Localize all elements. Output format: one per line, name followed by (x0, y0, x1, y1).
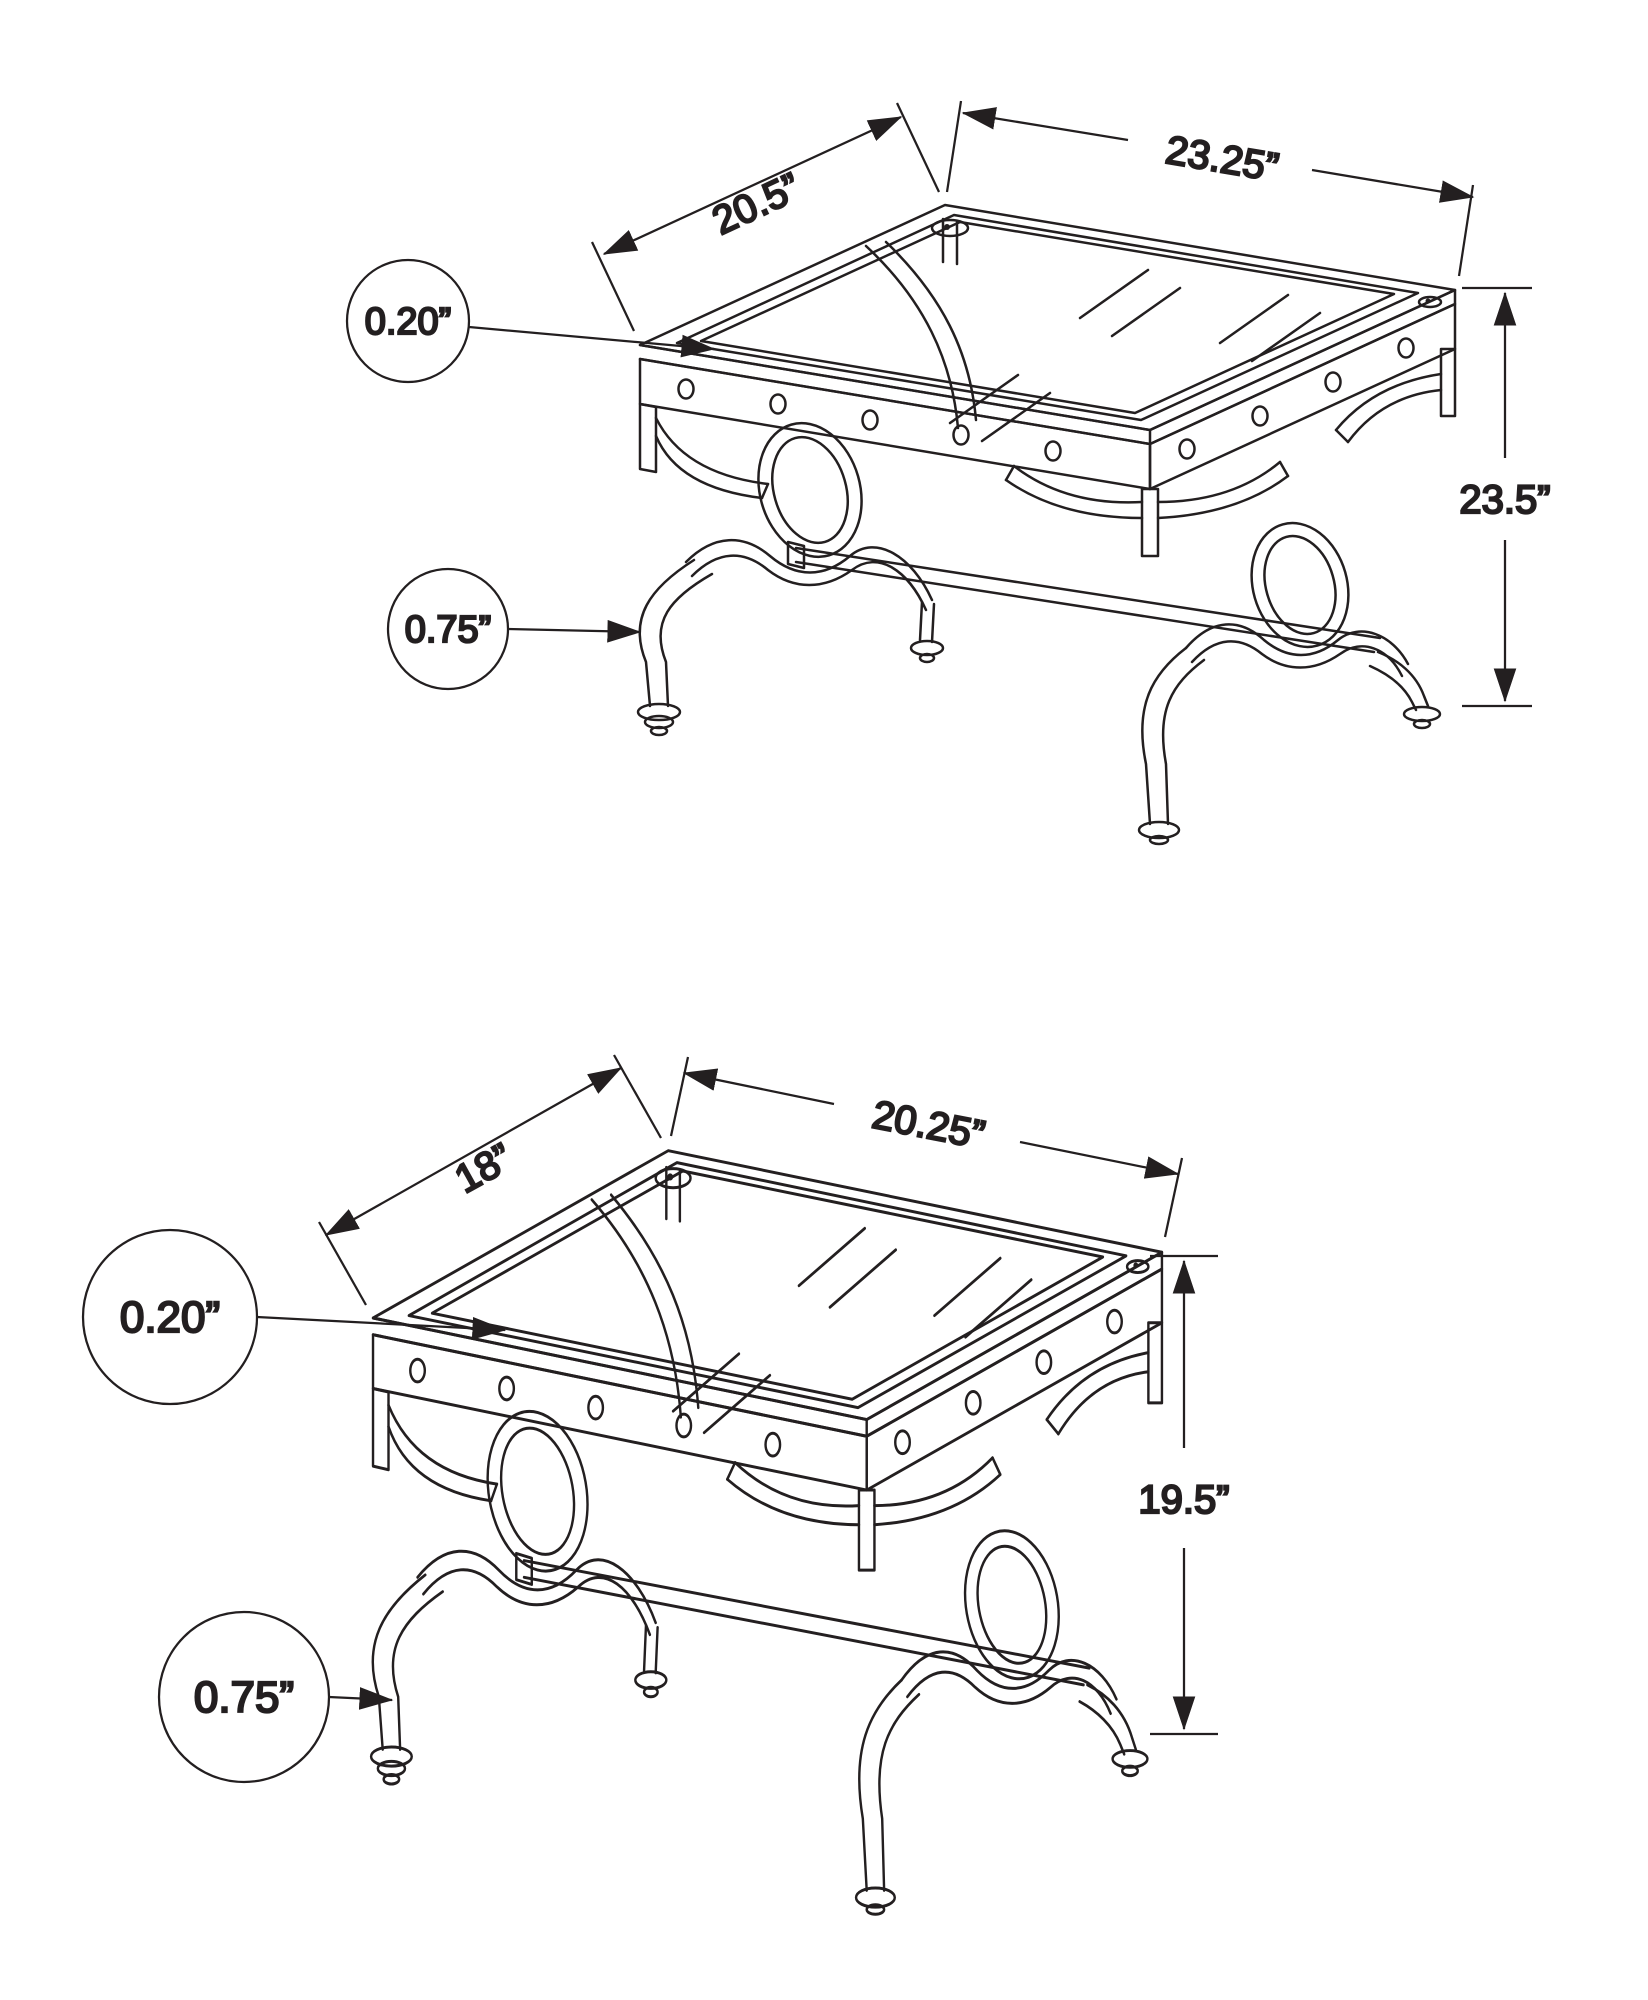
dim-depth-small: 18” (318, 1054, 662, 1306)
height-label-large: 23.5” (1459, 478, 1550, 522)
glass-thickness-label-large: 0.20” (365, 301, 452, 343)
table-illustration-large (636, 203, 1457, 846)
width-label-large: 23.25” (1163, 128, 1282, 190)
dim-width-small: 20.25” (669, 1056, 1184, 1238)
depth-label-large: 20.5” (706, 165, 807, 243)
dim-depth-large: 20.5” (590, 102, 941, 332)
drawing-large-table: 20.5” 23.25” 23.5” 0.20” 0.7 (345, 100, 1552, 846)
frame-thickness-label-small: 0.75” (194, 1673, 294, 1722)
glass-thickness-label-small: 0.20” (120, 1293, 220, 1342)
drawing-small-table: 18” 20.25” 19.5” 0.20” 0.75” (81, 1054, 1231, 1916)
width-label-small: 20.25” (869, 1093, 989, 1158)
height-label-small: 19.5” (1138, 1478, 1229, 1522)
dim-height-small: 19.5” (1137, 1254, 1231, 1736)
callout-bubble (345, 258, 471, 384)
depth-label-small: 18” (448, 1135, 520, 1202)
callout-glass-large: 0.20” (345, 258, 716, 384)
callout-glass-small: 0.20” (81, 1228, 507, 1406)
frame-thickness-label-large: 0.75” (405, 609, 492, 651)
dim-height-large: 23.5” (1458, 286, 1552, 708)
callout-frame-small: 0.75” (157, 1610, 394, 1784)
table-illustration-small (369, 1149, 1164, 1916)
callout-frame-large: 0.75” (386, 567, 642, 691)
